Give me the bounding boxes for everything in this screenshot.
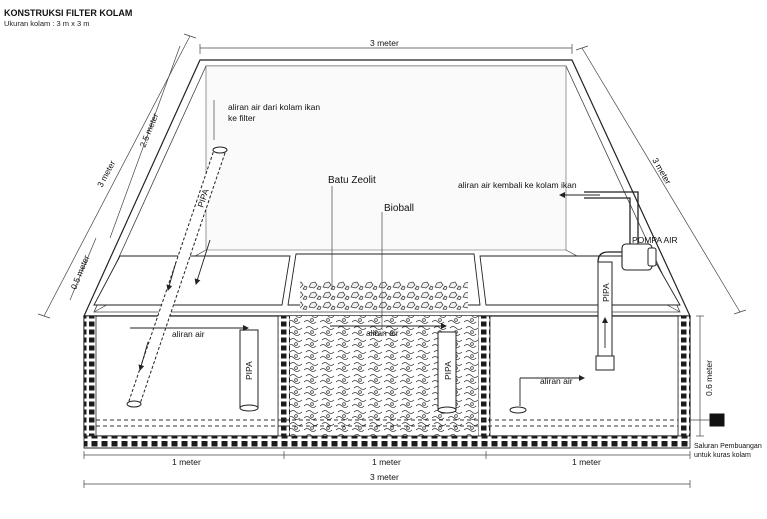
transfer-pipe-1-label: PIPA bbox=[244, 361, 254, 380]
front-wall-left bbox=[83, 315, 97, 437]
base-brick-course bbox=[83, 435, 691, 449]
front-wall-divider-1 bbox=[277, 315, 291, 437]
drain-label-2: untuk kuras kolam bbox=[694, 452, 751, 459]
inflow-label: aliran air dari kolam ikan bbox=[228, 102, 320, 112]
flow-label-1: aliran air bbox=[172, 329, 205, 339]
dim-right-height: 0.6 meter bbox=[704, 360, 714, 396]
dim-bottom-1: 1 meter bbox=[172, 457, 201, 467]
drain-outlet bbox=[709, 413, 725, 427]
intake-pipe-mouth bbox=[212, 146, 228, 154]
zeolite-layer bbox=[300, 280, 468, 310]
zeolite-label: Batu Zeolit bbox=[328, 175, 376, 186]
dim-left-outer: 3 meter bbox=[95, 159, 117, 189]
bioball-label: Bioball bbox=[384, 203, 414, 214]
back-wall bbox=[205, 65, 567, 251]
pump-suction-pipe bbox=[597, 261, 613, 367]
intake-pipe-outlet bbox=[126, 400, 142, 408]
flow-label-3: aliran air bbox=[540, 376, 573, 386]
transfer-pipe-2-label: PIPA bbox=[443, 361, 453, 380]
inflow-label-2: ke filter bbox=[228, 113, 256, 123]
dim-left-lower: 0.5 meter bbox=[69, 254, 92, 291]
diagram-subtitle: Ukuran kolam : 3 m x 3 m bbox=[4, 19, 89, 28]
return-flow-label: aliran air kembali ke kolam ikan bbox=[458, 180, 577, 190]
flow-label-2: aliran air bbox=[366, 328, 399, 338]
dim-bottom-total: 3 meter bbox=[370, 472, 399, 482]
return-pipe bbox=[584, 197, 631, 244]
dim-top-width: 3 meter bbox=[370, 38, 399, 48]
front-wall-divider-2 bbox=[477, 315, 491, 437]
dim-bottom-3: 1 meter bbox=[572, 457, 601, 467]
drain-label-1: Saluran Pembuangan bbox=[694, 443, 762, 450]
dim-bottom-2: 1 meter bbox=[372, 457, 401, 467]
pump-label: POMPA AIR bbox=[632, 235, 678, 245]
diagram-title: KONSTRUKSI FILTER KOLAM bbox=[4, 8, 132, 18]
pump-pipe-label: PIPA bbox=[601, 283, 611, 302]
outlet-compartment-3 bbox=[509, 406, 527, 414]
compartment-top-1 bbox=[93, 255, 291, 306]
front-wall-right bbox=[677, 315, 691, 437]
